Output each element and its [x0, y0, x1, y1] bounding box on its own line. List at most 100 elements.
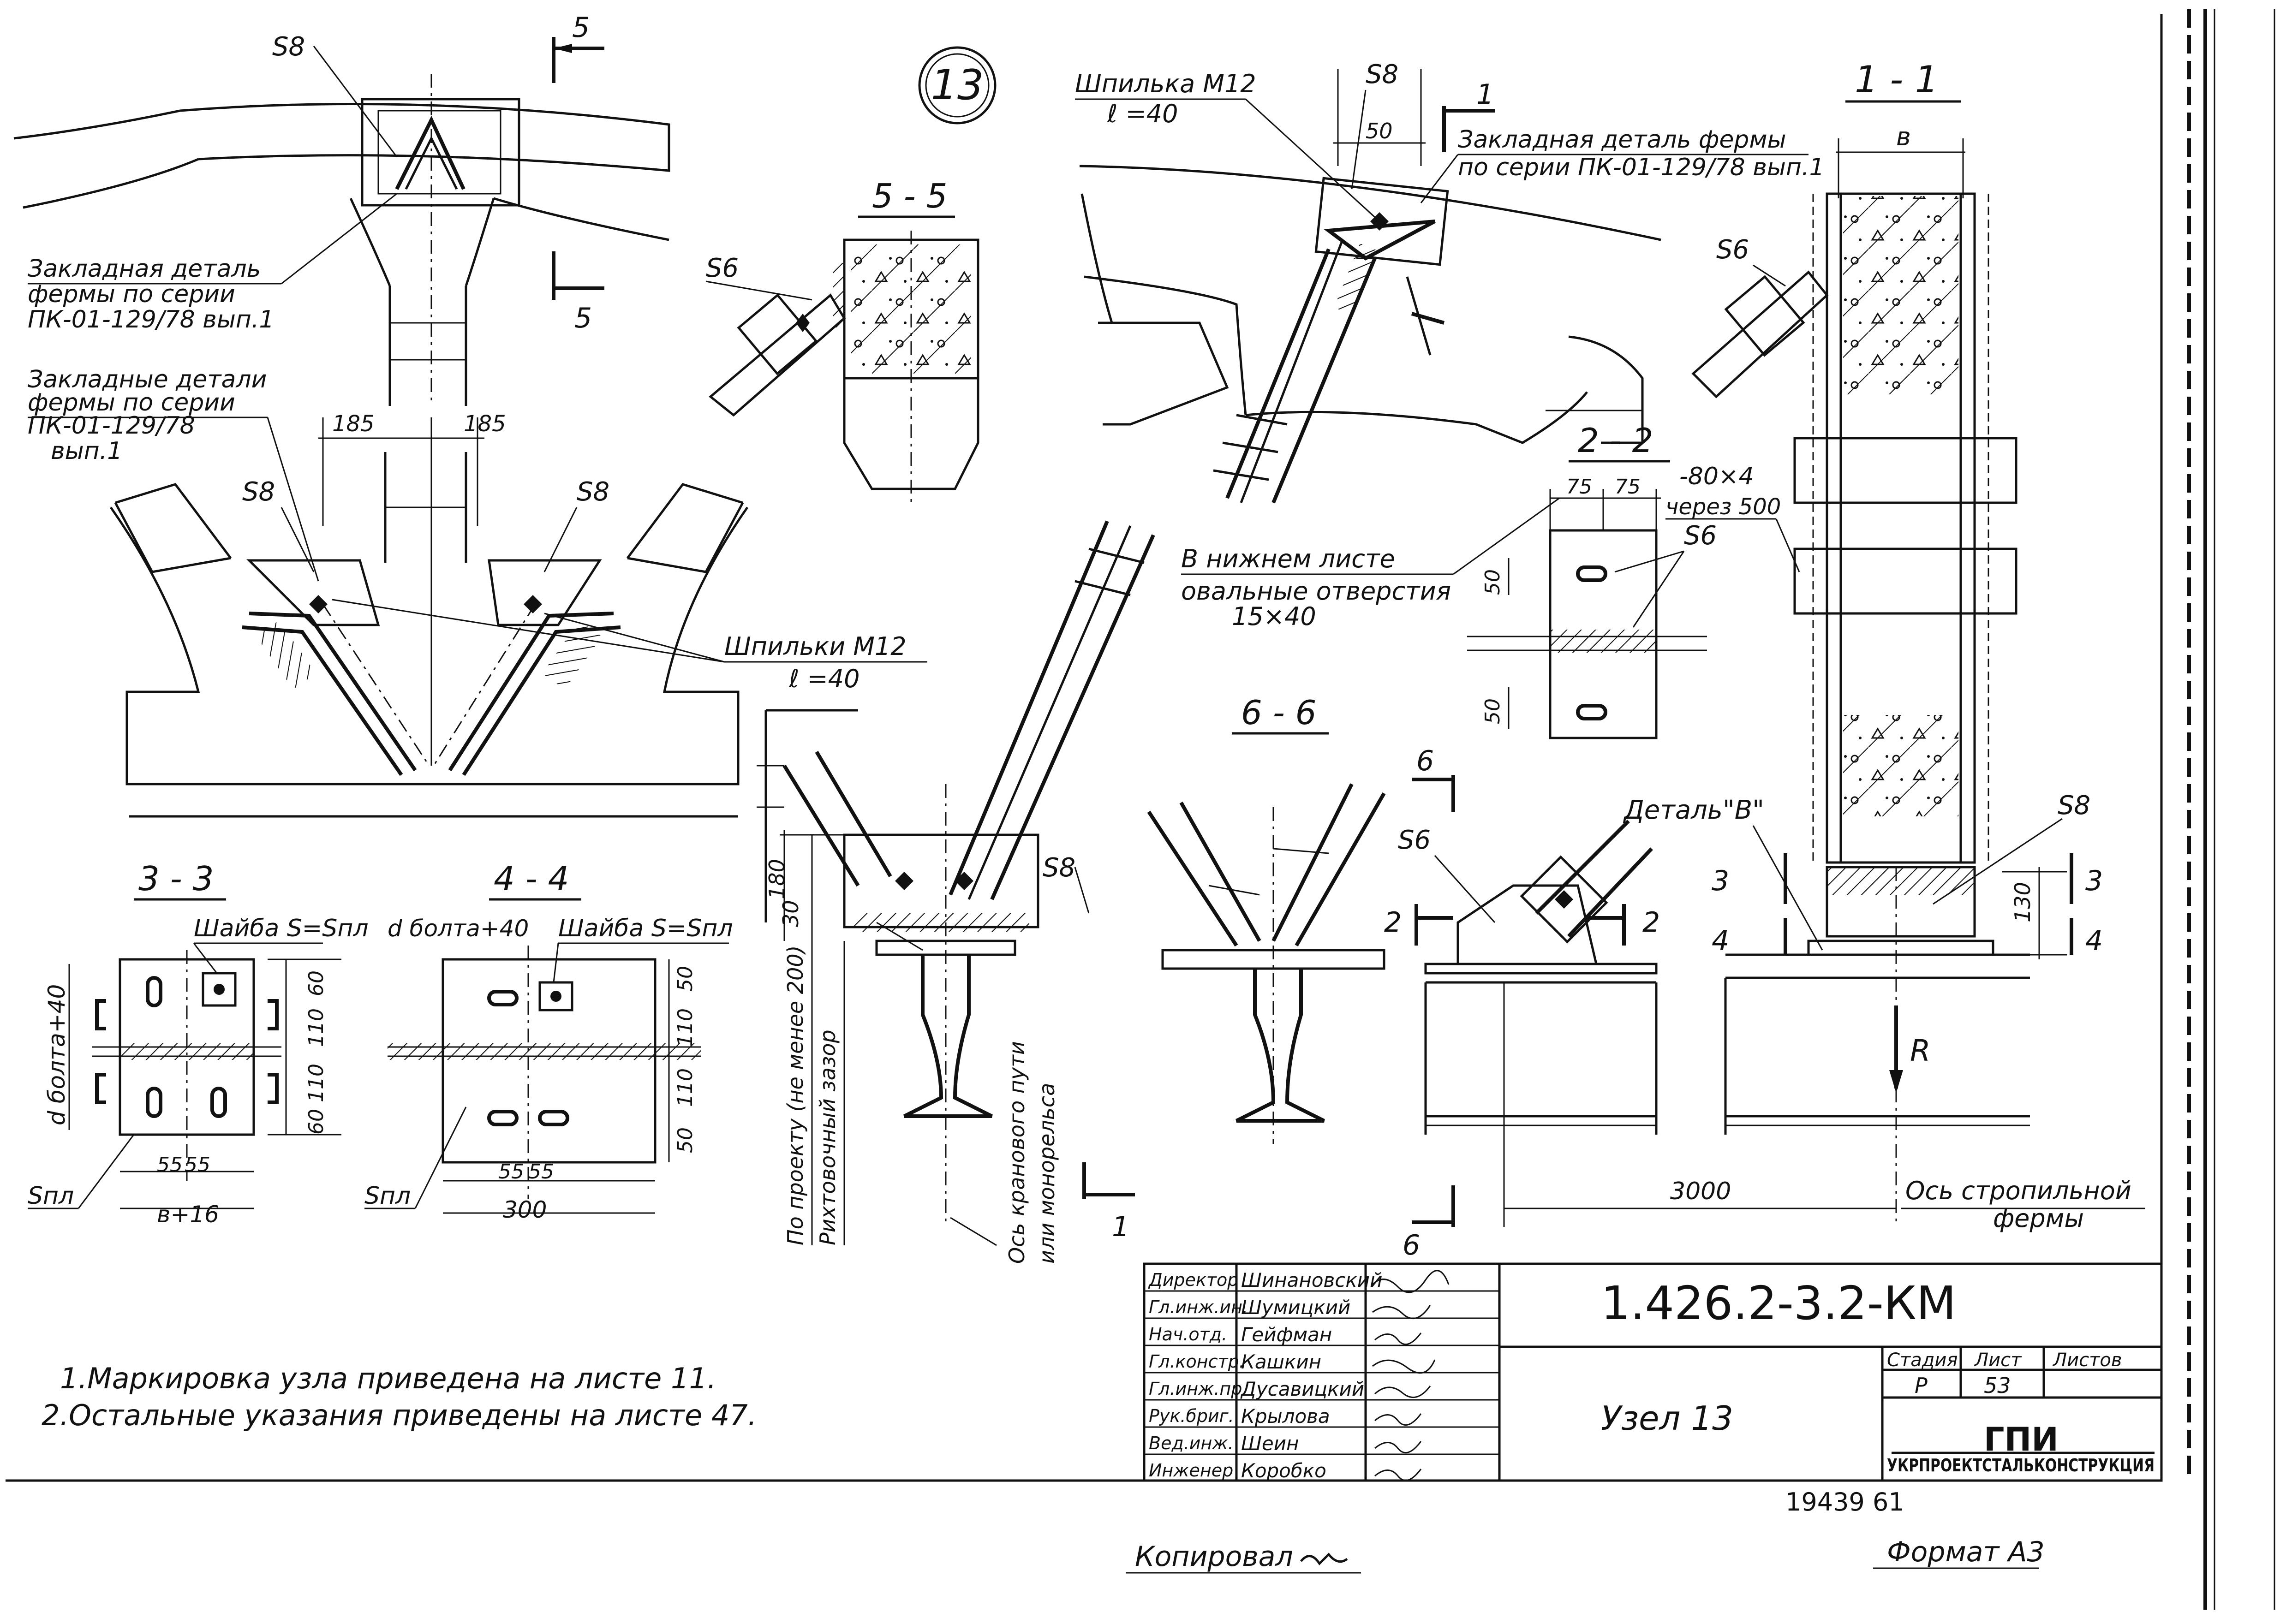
section-6-6-title: 6 - 6 — [1241, 693, 1316, 732]
org-name: УКРПРОЕКТСТАЛЬКОНСТРУКЦИЯ — [1887, 1455, 2155, 1475]
drawing-title: Узел 13 — [1601, 1399, 1733, 1438]
embedded-left-label: Закладные детали фермы по серии ПК-01-12… — [28, 366, 319, 582]
svg-text:Рук.бриг.: Рук.бриг. — [1149, 1406, 1234, 1426]
section-5-5-title: 5 - 5 — [872, 177, 947, 215]
label-crane-axis-1: Ось кранового пути — [1004, 1041, 1029, 1264]
dim-50-e: 50 — [674, 1127, 697, 1153]
label-s8-truss: S8 — [1366, 59, 1398, 89]
dim-75-a: 75 — [1566, 475, 1592, 499]
rail-bolts — [1074, 547, 1145, 596]
label-gap: Рихтовочный зазор — [815, 1029, 840, 1245]
top-plan-view: S8 5 5 Закладная деталь фермы по серии П… — [13, 12, 670, 406]
dim-55-c: 55 — [498, 1160, 524, 1184]
dim-185-left: 185 — [332, 411, 375, 437]
oval-label: В нижнем листе овальные отверстия 15×40 — [1181, 497, 1560, 631]
svg-text:Шпильки М12: Шпильки М12 — [724, 632, 907, 661]
embedded-truss-label: Закладная деталь фермы по серии ПК-01-12… — [1420, 126, 1825, 203]
svg-text:В нижнем листе: В нижнем листе — [1181, 544, 1395, 573]
svg-text:ℓ =40: ℓ =40 — [788, 664, 860, 693]
svg-text:вып.1: вып.1 — [51, 437, 122, 465]
dim-110-c: 110 — [674, 1008, 697, 1047]
section-2-number-left: 2 — [1384, 906, 1402, 939]
dim-55-a: 55 — [157, 1153, 183, 1177]
dim-180: 180 — [764, 859, 789, 899]
label-r: R — [1910, 1034, 1930, 1068]
section-1-number-top: 1 — [1476, 78, 1494, 111]
section-4-4: 4 - 4 d болта+40 Шайба S=Sпл 50 110 110 … — [364, 859, 733, 1223]
dim-55-b: 55 — [185, 1153, 210, 1177]
svg-text:фермы: фермы — [1993, 1204, 2084, 1233]
stage-value: Р — [1915, 1373, 1928, 1398]
section-5-number-top: 5 — [572, 12, 590, 44]
node-badge: 13 — [918, 46, 997, 125]
dim-75-b: 75 — [1615, 475, 1641, 499]
truss-elevation: Шпилька М12 ℓ =40 S8 50 1 Закладная дета… — [1075, 59, 1825, 504]
label-s-pl-44: Sпл — [364, 1182, 411, 1210]
dim-50-d: 50 — [674, 966, 697, 992]
svg-text:Нач.отд.: Нач.отд. — [1149, 1324, 1227, 1344]
svg-text:Шпилька М12: Шпилька М12 — [1075, 69, 1256, 98]
label-s6-detail: S6 — [1398, 825, 1431, 855]
label-washer-44: Шайба S=Sпл — [558, 915, 733, 942]
sheets-header: Листов — [2052, 1350, 2122, 1371]
section-5-5: 5 - 5 S6 — [705, 177, 979, 503]
section-1-1-title: 1 - 1 — [1855, 58, 1939, 101]
title-block-names: Шинановский Шумицкий Гейфман Кашкин Дуса… — [1240, 1269, 1382, 1482]
section-6-number-top: 6 — [1416, 745, 1434, 777]
svg-text:Дусавицкий: Дусавицкий — [1240, 1378, 1364, 1400]
section-6-mark-top: 6 — [1412, 745, 1455, 812]
strip-label: -80×4 через 500 — [1665, 463, 1800, 572]
label-s-pl-33: Sпл — [28, 1182, 74, 1210]
label-d-bolt-33: d болта+40 — [43, 984, 70, 1125]
section-5-number-bottom: 5 — [574, 302, 592, 334]
section-6-6: 6 - 6 6 6 — [1147, 693, 1455, 1261]
label-s6-11: S6 — [1716, 235, 1749, 265]
svg-text:Вед.инж.: Вед.инж. — [1149, 1433, 1234, 1453]
section-2-mark-left: 2 — [1384, 904, 1453, 946]
section-1-mark-bottom: 1 — [1082, 1162, 1135, 1243]
section-3-mark-left: 3 — [1712, 853, 1787, 904]
dim-50-truss: 50 — [1366, 119, 1393, 143]
footer: 19439 61 Копировал Формат А3 — [1126, 1487, 2045, 1574]
embedded-top-label: Закладная деталь фермы по серии ПК-01-12… — [28, 193, 397, 333]
title-block-signatures — [1372, 1270, 1450, 1481]
studs-label: Шпильки М12 ℓ =40 — [332, 599, 927, 693]
svg-text:Гл.инж.ин.: Гл.инж.ин. — [1149, 1297, 1248, 1317]
label-s8-rail: S8 — [1043, 853, 1075, 883]
section-2-mark-right: 2 — [1587, 904, 1660, 946]
section-1-1: 1 - 1 в S6 -80×4 через 500 — [1503, 58, 2145, 1233]
dim-185-right: 185 — [464, 411, 506, 437]
title-block: Директор Гл.инж.ин. Нач.отд. Гл.констр. … — [1143, 1262, 2163, 1482]
section-2-2: 2 - 2 75 75 50 50 S6 — [1467, 421, 1717, 739]
section-4-number-left: 4 — [1712, 925, 1729, 957]
dim-50-c: 50 — [1481, 698, 1504, 724]
svg-text:Шумицкий: Шумицкий — [1241, 1296, 1350, 1319]
label-s8-left-a: S8 — [242, 477, 275, 507]
section-4-4-title: 4 - 4 — [494, 859, 569, 898]
label-s8-top: S8 — [272, 32, 305, 62]
sheet-value: 53 — [1984, 1373, 2011, 1398]
section-2-number-right: 2 — [1642, 906, 1660, 939]
svg-text:через 500: через 500 — [1665, 494, 1781, 520]
section-4-mark-right: 4 — [2070, 918, 2103, 957]
dim-110-d: 110 — [674, 1068, 697, 1107]
dim-110-a: 110 — [304, 1008, 328, 1047]
stage-header: Стадия — [1887, 1350, 1958, 1371]
label-s6-55: S6 — [706, 253, 739, 283]
dim-60-b: 60 — [304, 1109, 328, 1135]
note-1: 1.Маркировка узла приведена на листе 11. — [60, 1362, 716, 1395]
svg-text:ПК-01-129/78: ПК-01-129/78 — [28, 412, 195, 440]
svg-text:ПК-01-129/78 вып.1: ПК-01-129/78 вып.1 — [28, 306, 275, 333]
section-5-mark-top: 5 — [552, 12, 604, 83]
svg-text:Закладные детали: Закладные детали — [28, 366, 267, 393]
svg-text:Гл.инж.пр.: Гл.инж.пр. — [1149, 1379, 1247, 1399]
svg-text:овальные отверстия: овальные отверстия — [1181, 577, 1451, 606]
section-1-number-bottom: 1 — [1112, 1211, 1129, 1243]
section-3-number-right: 3 — [2085, 865, 2103, 897]
svg-text:фермы по серии: фермы по серии — [28, 280, 235, 308]
label-s6-22: S6 — [1684, 521, 1717, 551]
label-d-bolt-44: d болта+40 — [388, 915, 529, 942]
rail-elevation: S8 180 30 По проекту (не менее 200) Рихт… — [757, 497, 1560, 1264]
left-main-view: Закладные детали фермы по серии ПК-01-12… — [28, 366, 927, 818]
